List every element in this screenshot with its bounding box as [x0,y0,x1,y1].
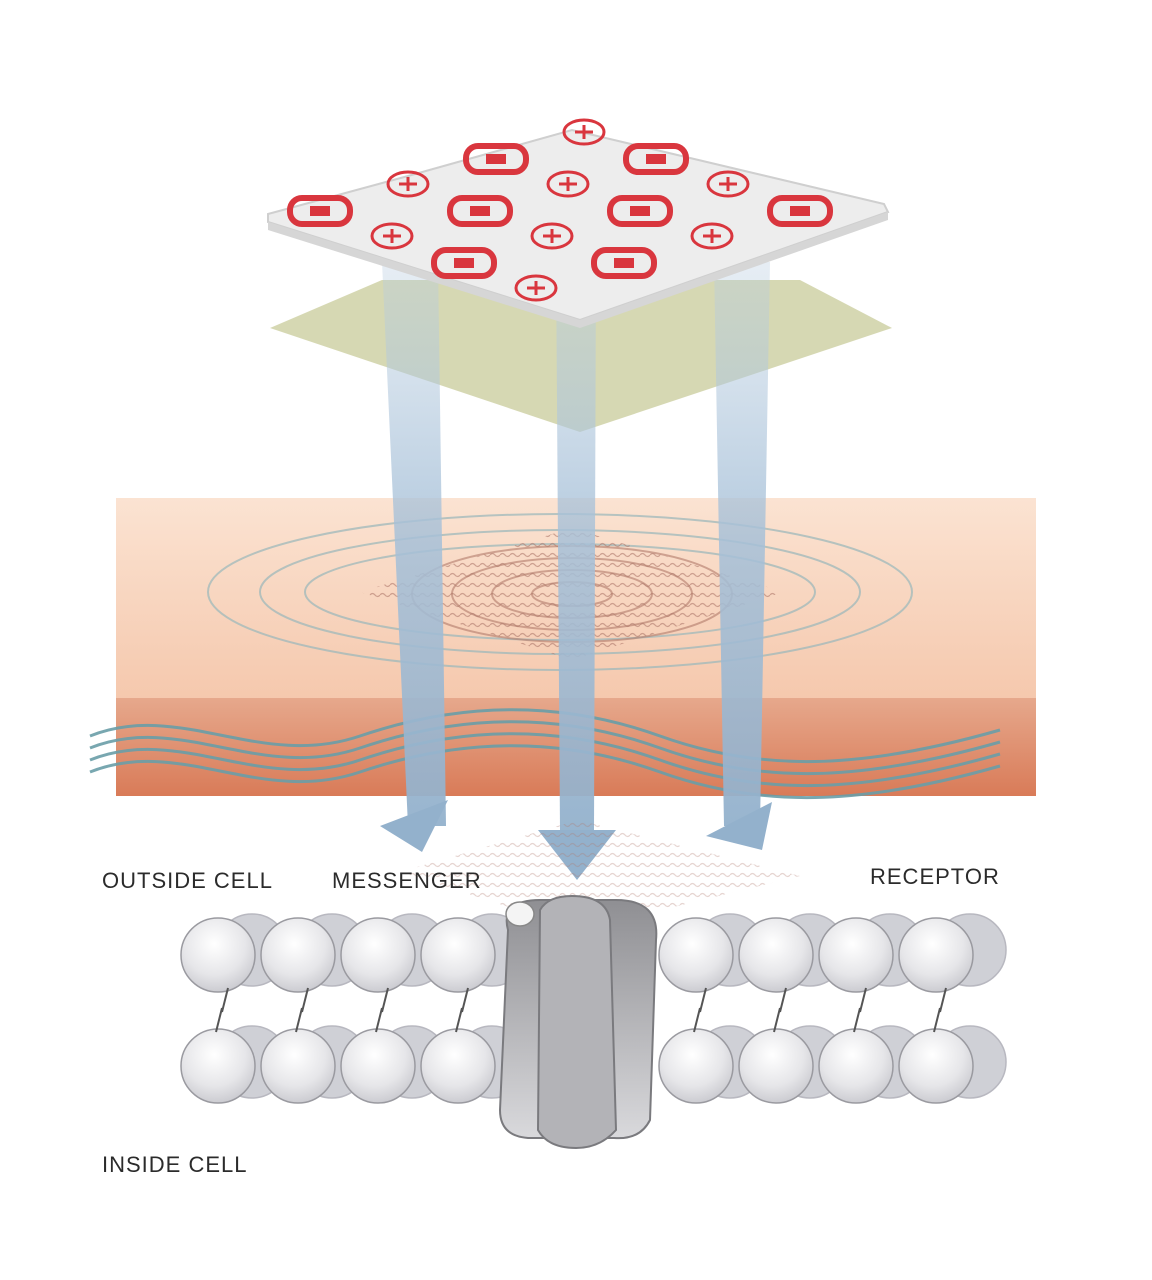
lipid-tail [215,987,229,1033]
s-logo-icon [607,195,673,227]
lipid-head-inner [420,1028,496,1104]
lipid-head-outer [738,917,814,993]
transdermal-patch [267,118,890,328]
lipid-head-outer [340,917,416,993]
label-inside-cell: INSIDE CELL [102,1152,248,1177]
plus-circle-icon [690,222,734,250]
plus-circle-icon [530,222,574,250]
lipid-head-inner [898,1028,974,1104]
receptor-protein [498,894,658,1150]
patch-logo-pattern [287,118,833,302]
lipid-tail [773,987,787,1033]
lipid-head-outer [658,917,734,993]
lipid-head-inner [658,1028,734,1104]
s-logo-icon [767,195,833,227]
plus-circle-icon [370,222,414,250]
label-messenger: MESSENGER [332,868,482,893]
delivery-arrows [380,262,772,880]
lipid-head-outer [260,917,336,993]
s-logo-icon [431,247,497,279]
plus-circle-icon [514,274,558,302]
plus-circle-icon [706,170,750,198]
lipid-tail [295,987,309,1033]
blood-vessel-waves [89,708,1001,800]
lipid-tail [375,987,389,1033]
lipid-head-outer [818,917,894,993]
s-logo-icon [623,143,689,175]
lipid-head-inner [738,1028,814,1104]
plus-circle-icon [562,118,606,146]
lipid-tail [853,987,867,1033]
lipid-head-outer [180,917,256,993]
plus-circle-icon [546,170,590,198]
lipid-head-inner [340,1028,416,1104]
lipid-head-outer [898,917,974,993]
lipid-tail [693,987,707,1033]
cell-membrane [180,913,1007,1104]
lipid-head-inner [818,1028,894,1104]
lipid-tail [455,987,469,1033]
messenger-fingerprint [400,820,800,930]
lipid-head-inner [260,1028,336,1104]
s-logo-icon [591,247,657,279]
label-outside-cell: OUTSIDE CELL [102,868,273,893]
lipid-head-inner [180,1028,256,1104]
s-logo-icon [447,195,513,227]
plus-circle-icon [386,170,430,198]
s-logo-icon [287,195,353,227]
lipid-head-outer [420,917,496,993]
s-logo-icon [463,143,529,175]
lipid-tail [933,987,947,1033]
label-receptor: RECEPTOR [870,864,1000,889]
